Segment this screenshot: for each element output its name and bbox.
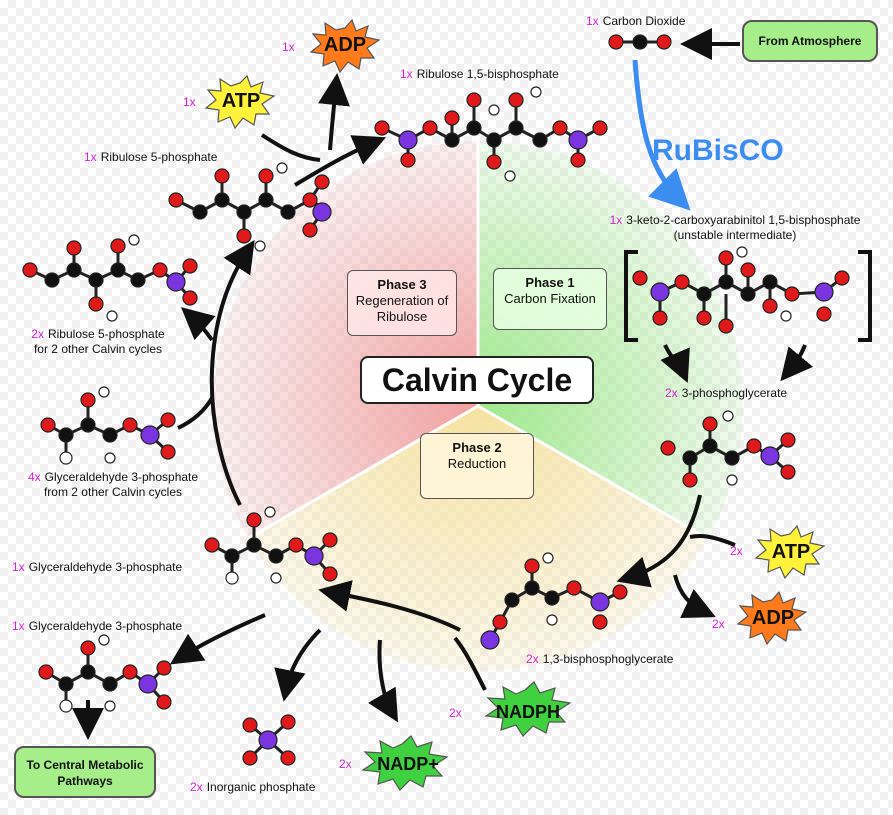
phase3-sector [212,141,478,539]
atp-right-count: 2x [730,544,743,558]
phase2-title: Phase 2 [452,440,502,455]
adp-right-text: ADP [751,607,795,629]
arrow-atp-in-right [689,534,736,547]
phase1-sector [478,141,744,539]
adp-right-count: 2x [712,617,725,631]
arrow-atp-in-top [260,133,321,162]
arrow-adp-out-right [673,574,716,619]
arrow-bpg-g3p [318,580,461,632]
arrow-pi-out [274,628,322,702]
rubisco-label: RuBisCO [652,134,784,167]
arrow-r5p-rubp [293,135,387,187]
arrow-nadph-in [453,636,487,691]
adp-top-count: 1x [282,40,295,54]
arrow-pga-bpg [616,494,702,588]
arrow-intermediate-pga-left [660,344,690,384]
phase3-desc: Regeneration of Ribulose [355,293,449,324]
arrow-g3p-other-join [177,396,214,430]
arrow-co2-rubisco [632,59,691,211]
nadp-text: NADP+ [377,754,439,774]
atp-top-text: ATP [221,90,261,112]
phase1-title: Phase 1 [525,275,575,290]
molecule-atoms [22,34,850,766]
adp-top-burst [309,18,381,74]
phase3-title: Phase 3 [377,277,427,292]
atp-right-text: ATP [771,541,811,563]
arrow-intermediate-pga-right [780,344,814,382]
phase2-desc: Reduction [447,456,507,471]
arrow-g3p-central [169,613,266,665]
phase3-box: Phase 3 Regeneration of Ribulose [347,270,457,336]
diagram-title: Calvin Cycle [360,356,594,404]
phase2-box: Phase 2 Reduction [420,433,534,499]
phase1-box: Phase 1 Carbon Fixation [493,268,607,330]
nadph-count: 2x [449,706,462,720]
intermediate-brackets [624,250,872,342]
nadph-burst [484,681,572,737]
nadph-text: NADPH [496,702,561,722]
adp-right-burst [736,590,808,646]
atp-top-count: 1x [183,95,196,109]
cycle-arrows [72,28,814,740]
arrow-nadp-out [368,639,399,723]
nadp-count: 2x [339,757,352,771]
atp-right-burst [754,524,826,580]
arrow-g3p-up-cycle [209,240,255,506]
atp-top-burst [204,74,276,130]
adp-top-text: ADP [323,34,367,56]
arrow-adp-out-top [318,73,350,151]
from-atmosphere-box: From Atmosphere [742,20,878,62]
cofactor-bursts [204,18,826,791]
arrow-r5p-other [180,307,216,342]
nadp-burst [361,735,449,791]
phase1-desc: Carbon Fixation [504,291,596,306]
central-pathways-box: To Central Metabolic Pathways [14,746,156,798]
